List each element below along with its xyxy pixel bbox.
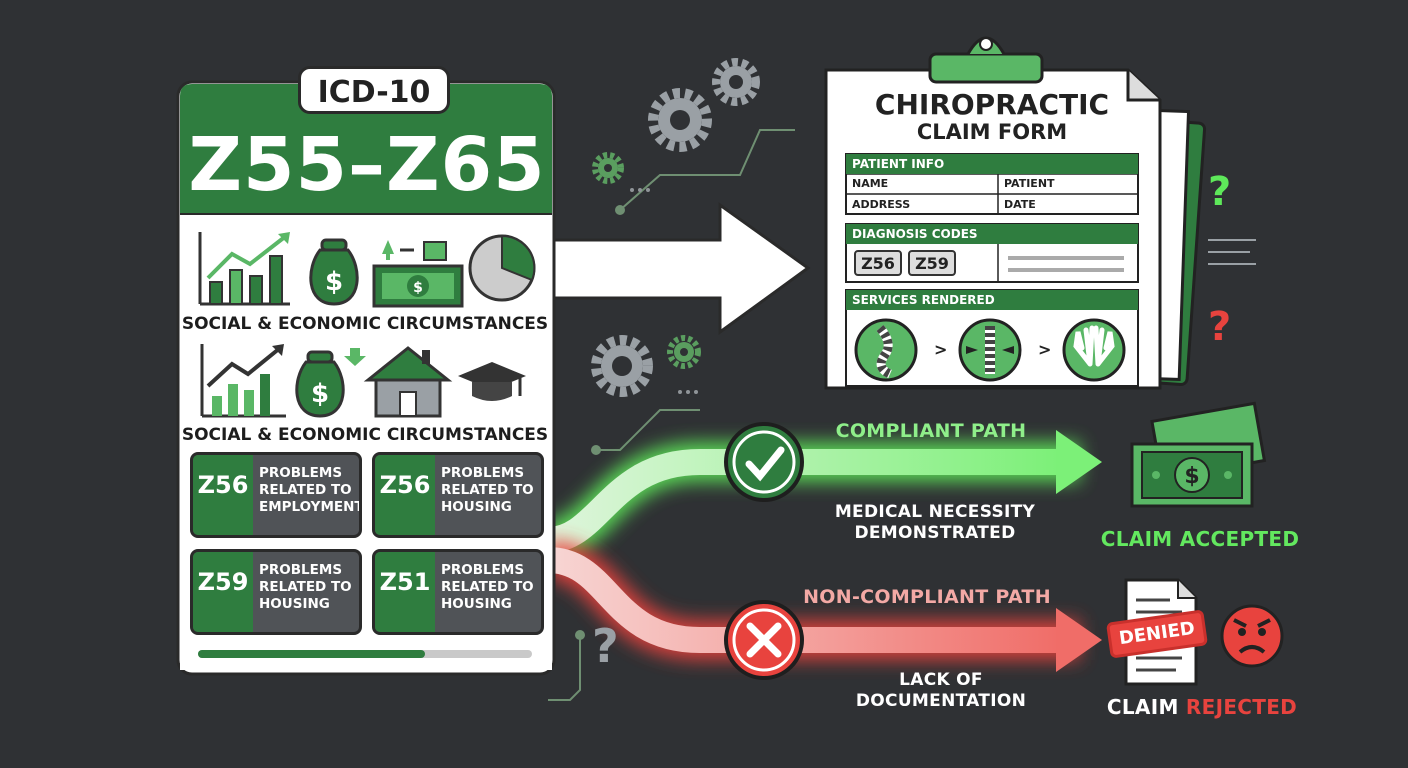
growth-chart-icon bbox=[200, 344, 286, 418]
svg-text:$: $ bbox=[413, 280, 423, 296]
svg-text:$: $ bbox=[1184, 464, 1199, 489]
check-icon bbox=[724, 422, 804, 502]
money-bag-icon: $ bbox=[309, 238, 359, 306]
progress-fill bbox=[198, 650, 425, 658]
gear-icon bbox=[591, 335, 653, 397]
diagnosis-code-chip: Z59 bbox=[908, 250, 956, 276]
house-icon bbox=[363, 346, 453, 418]
category-caption: SOCIAL & ECONOMIC CIRCUMSTANCES bbox=[181, 425, 549, 445]
graduation-cap-icon bbox=[458, 362, 526, 401]
non-compliant-path-label: NON-COMPLIANT PATH bbox=[803, 586, 1051, 608]
non-compliant-path-reason: LACK OF DOCUMENTATION bbox=[855, 670, 1027, 711]
services-rendered-header: SERVICES RENDERED bbox=[846, 290, 1138, 310]
form-field-label: DATE bbox=[1004, 198, 1036, 211]
claim-form-subtitle: CLAIM FORM bbox=[916, 120, 1068, 144]
question-mark-icon: ? bbox=[1208, 169, 1231, 215]
icd-tab-label: ICD-10 bbox=[298, 66, 450, 114]
diagnosis-codes-header: DIAGNOSIS CODES bbox=[846, 224, 1138, 244]
hands-icon bbox=[1062, 318, 1126, 382]
code-card: Z56 PROBLEMS RELATED TO HOUSING bbox=[372, 452, 544, 538]
clipboard-clip bbox=[928, 52, 1044, 84]
code-card-code: Z59 bbox=[193, 552, 253, 632]
spine-icon bbox=[854, 318, 918, 382]
gear-icon bbox=[667, 335, 701, 369]
code-card-desc: PROBLEMS RELATED TO HOUSING bbox=[259, 562, 352, 612]
gear-icon bbox=[592, 152, 624, 184]
svg-text:$: $ bbox=[325, 267, 343, 297]
service-separator: > bbox=[1038, 340, 1052, 359]
patient-info-header: PATIENT INFO bbox=[846, 154, 1138, 174]
circuit-lines bbox=[548, 129, 1256, 701]
pie-chart-icon bbox=[468, 234, 536, 302]
code-range-title: Z55–Z65 bbox=[188, 122, 546, 208]
code-card-desc: PROBLEMS RELATED TO HOUSING bbox=[441, 562, 534, 612]
compliant-path-arrow bbox=[546, 449, 1060, 553]
question-mark-icon: ? bbox=[592, 619, 619, 673]
service-separator: > bbox=[934, 340, 948, 359]
claim-rejected-label-part1: CLAIM bbox=[1106, 695, 1179, 719]
code-card-code: Z56 bbox=[193, 455, 253, 535]
angry-face-icon bbox=[1220, 604, 1284, 668]
form-field-label: PATIENT bbox=[1004, 177, 1055, 190]
cash-icon: $ bbox=[372, 240, 464, 308]
claim-rejected-label-part2: REJECTED bbox=[1185, 695, 1298, 719]
claim-accepted-label: CLAIM ACCEPTED bbox=[1100, 527, 1300, 551]
code-card-code: Z56 bbox=[375, 455, 435, 535]
code-card: Z59 PROBLEMS RELATED TO HOUSING bbox=[190, 549, 362, 635]
diagnosis-code-chip: Z56 bbox=[854, 250, 902, 276]
form-field-label: NAME bbox=[852, 177, 889, 190]
question-mark-icon: ? bbox=[1208, 304, 1231, 350]
code-card-desc: PROBLEMS RELATED TO EMPLOYMENT bbox=[259, 465, 362, 515]
form-field-label: ADDRESS bbox=[852, 198, 911, 211]
claim-rejected-label: CLAIM REJECTED bbox=[1102, 695, 1302, 719]
non-compliant-path-arrow bbox=[547, 547, 1060, 653]
code-card-desc: PROBLEMS RELATED TO HOUSING bbox=[441, 465, 534, 515]
growth-chart-icon bbox=[198, 232, 290, 306]
compliant-path-label: COMPLIANT PATH bbox=[835, 420, 1027, 442]
dotted-lines bbox=[630, 188, 698, 394]
cash-icon: $ bbox=[1130, 401, 1267, 508]
gear-icon bbox=[712, 58, 760, 106]
category-caption: SOCIAL & ECONOMIC CIRCUMSTANCES bbox=[181, 314, 549, 334]
code-card: Z56 PROBLEMS RELATED TO EMPLOYMENT bbox=[190, 452, 362, 538]
code-card-code: Z51 bbox=[375, 552, 435, 632]
code-card: Z51 PROBLEMS RELATED TO HOUSING bbox=[372, 549, 544, 635]
gear-icon bbox=[648, 88, 712, 152]
cross-icon bbox=[724, 600, 804, 680]
main-arrow bbox=[546, 202, 811, 335]
svg-text:$: $ bbox=[311, 379, 329, 409]
spine-adjustment-icon bbox=[958, 318, 1022, 382]
money-bag-icon: $ bbox=[295, 348, 366, 418]
compliant-path-reason: MEDICAL NECESSITY DEMONSTRATED bbox=[834, 502, 1036, 543]
claim-form-title: CHIROPRACTIC bbox=[874, 88, 1110, 121]
